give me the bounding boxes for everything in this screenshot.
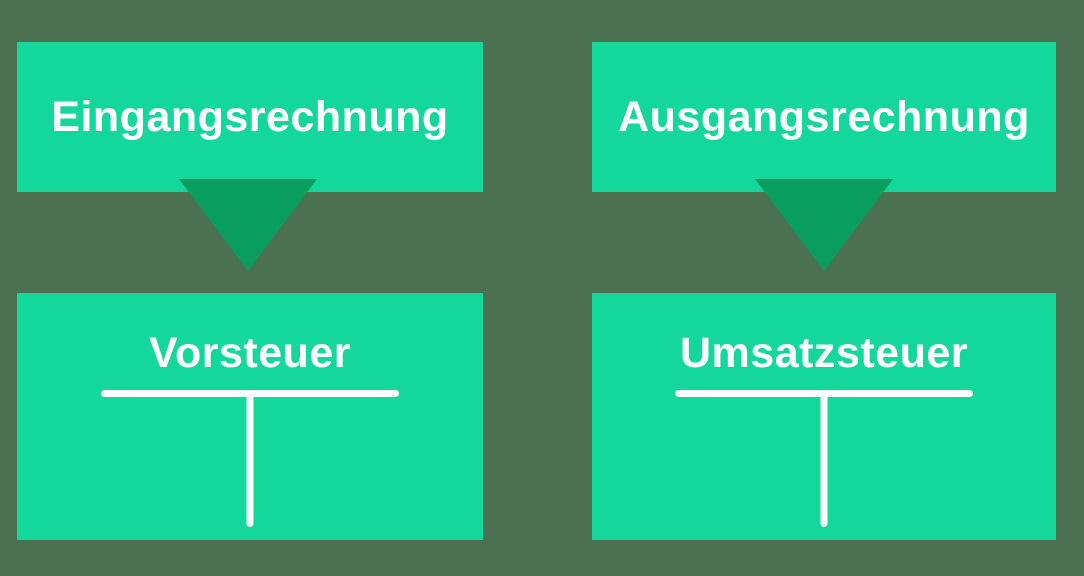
arrow-down-icon <box>755 179 893 271</box>
source-box-eingangsrechnung: Eingangsrechnung <box>17 42 483 192</box>
t-account-vertical-bar <box>820 390 828 527</box>
source-box-ausgangsrechnung: Ausgangsrechnung <box>592 42 1056 192</box>
t-account-icon <box>675 390 973 534</box>
target-label-umsatzsteuer: Umsatzsteuer <box>680 329 968 377</box>
source-label-ausgangsrechnung: Ausgangsrechnung <box>618 92 1030 141</box>
source-label-eingangsrechnung: Eingangsrechnung <box>51 92 449 141</box>
target-box-umsatzsteuer: Umsatzsteuer <box>592 293 1056 540</box>
target-label-vorsteuer: Vorsteuer <box>148 329 352 377</box>
target-box-vorsteuer: Vorsteuer <box>17 293 483 540</box>
arrow-down-icon <box>179 179 317 271</box>
t-account-icon <box>101 390 399 534</box>
t-account-vertical-bar <box>246 390 254 527</box>
